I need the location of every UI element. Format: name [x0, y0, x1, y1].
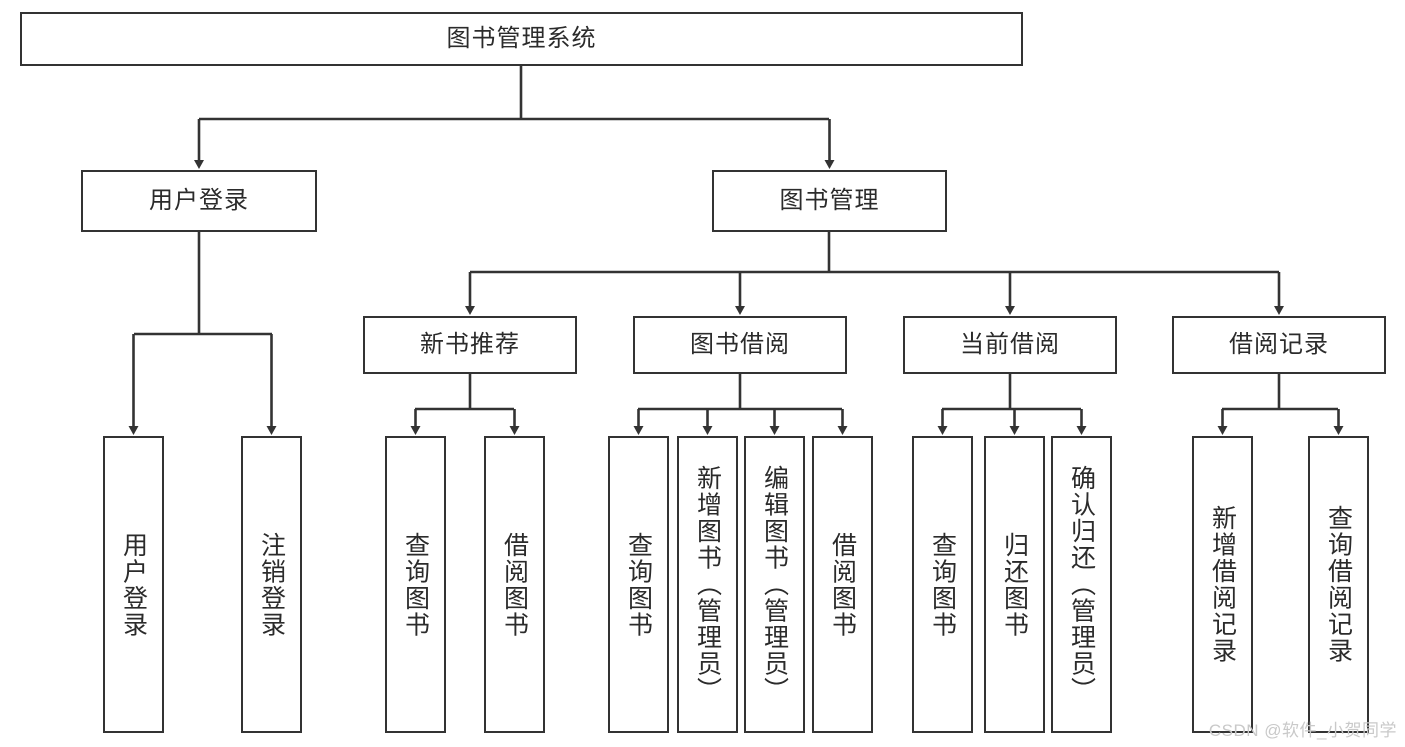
node-label: 查询图书 [624, 531, 653, 638]
node-label: 新书推荐 [420, 331, 520, 359]
node-label: 注销登录 [257, 531, 286, 638]
node-label: 归还图书 [1000, 531, 1029, 638]
node-book-management[interactable]: 图书管理 [712, 170, 947, 232]
node-label: 查询图书 [928, 531, 957, 638]
node-label: 用户登录 [149, 187, 249, 215]
node-label: 图书管理 [779, 187, 880, 215]
node-new-book-recommendation[interactable]: 新书推荐 [363, 316, 577, 374]
node-label: 新增图书（管理员） [693, 465, 722, 704]
node-leaf-query-book-new[interactable]: 查询图书 [385, 436, 446, 733]
node-current-borrowing[interactable]: 当前借阅 [903, 316, 1117, 374]
node-leaf-borrow-book-new[interactable]: 借阅图书 [484, 436, 545, 733]
node-label: 用户登录 [119, 531, 148, 638]
node-leaf-add-book-admin[interactable]: 新增图书（管理员） [677, 436, 738, 733]
node-user-login[interactable]: 用户登录 [81, 170, 317, 232]
node-book-borrowing[interactable]: 图书借阅 [633, 316, 847, 374]
node-leaf-logout[interactable]: 注销登录 [241, 436, 302, 733]
watermark: CSDN @软件_小贺同学 [1208, 721, 1397, 740]
node-label: 新增借阅记录 [1208, 505, 1237, 664]
node-label: 当前借阅 [960, 331, 1060, 359]
node-label: 借阅图书 [500, 531, 529, 638]
node-label: 借阅记录 [1229, 331, 1329, 359]
node-leaf-user-login[interactable]: 用户登录 [103, 436, 164, 733]
node-leaf-query-borrow-record[interactable]: 查询借阅记录 [1308, 436, 1369, 733]
node-label: 借阅图书 [828, 531, 857, 638]
node-leaf-query-book-current[interactable]: 查询图书 [912, 436, 973, 733]
node-root-book-management-system[interactable]: 图书管理系统 [20, 12, 1023, 66]
node-label: 图书管理系统 [446, 25, 597, 53]
node-borrow-records[interactable]: 借阅记录 [1172, 316, 1386, 374]
node-label: 查询借阅记录 [1324, 505, 1353, 664]
node-label: 查询图书 [401, 531, 430, 638]
node-label: 编辑图书（管理员） [760, 465, 789, 704]
node-leaf-return-book[interactable]: 归还图书 [984, 436, 1045, 733]
node-label: 确认归还（管理员） [1067, 465, 1096, 704]
node-leaf-confirm-return-admin[interactable]: 确认归还（管理员） [1051, 436, 1112, 733]
node-label: 图书借阅 [690, 331, 790, 359]
node-leaf-edit-book-admin[interactable]: 编辑图书（管理员） [744, 436, 805, 733]
node-leaf-query-book[interactable]: 查询图书 [608, 436, 669, 733]
node-leaf-add-borrow-record[interactable]: 新增借阅记录 [1192, 436, 1253, 733]
node-leaf-borrow-book[interactable]: 借阅图书 [812, 436, 873, 733]
